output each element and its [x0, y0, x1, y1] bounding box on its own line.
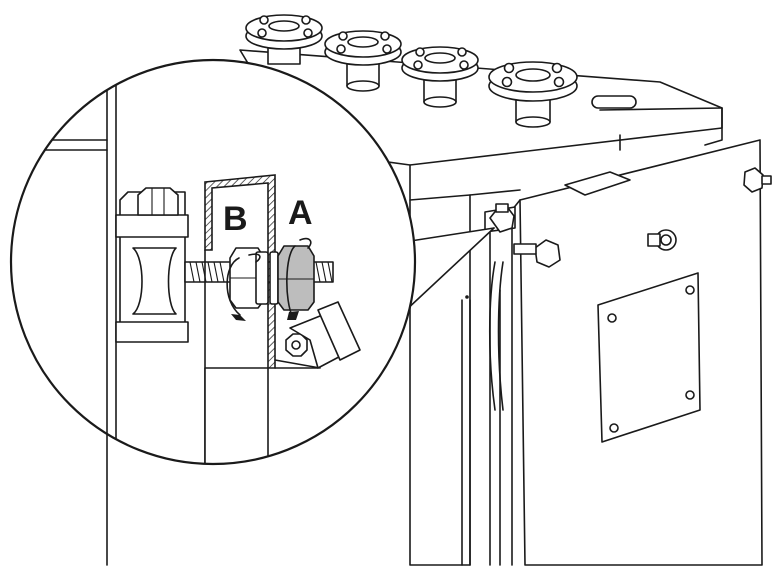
panel-section: [204, 174, 276, 369]
flange-1: [245, 14, 323, 65]
nut-a: [269, 245, 315, 311]
bracket-plate-top: [115, 214, 189, 238]
label-b: B: [223, 200, 248, 238]
label-a: A: [288, 194, 313, 232]
bracket-nut: [137, 187, 179, 216]
inspection-plate: [597, 272, 701, 443]
corner-bolt: [743, 167, 764, 193]
pipe-flanges: [245, 14, 578, 128]
detail-magnifier: [9, 58, 417, 466]
top-slot: [591, 95, 637, 109]
callout-line-bottom: [403, 227, 495, 313]
flange-3: [401, 46, 479, 108]
callout-line-top: [403, 227, 495, 243]
spacer-sleeve: [132, 247, 177, 315]
hinge-bolt: [489, 203, 515, 233]
door-bolt: [534, 239, 561, 268]
nut-b: [229, 247, 269, 309]
flange-2: [324, 30, 402, 92]
bracket-plate-bottom: [115, 321, 189, 343]
flange-4: [488, 61, 578, 128]
detail-circle-outline: [9, 58, 417, 466]
rotation-arrow-b: [226, 257, 241, 316]
